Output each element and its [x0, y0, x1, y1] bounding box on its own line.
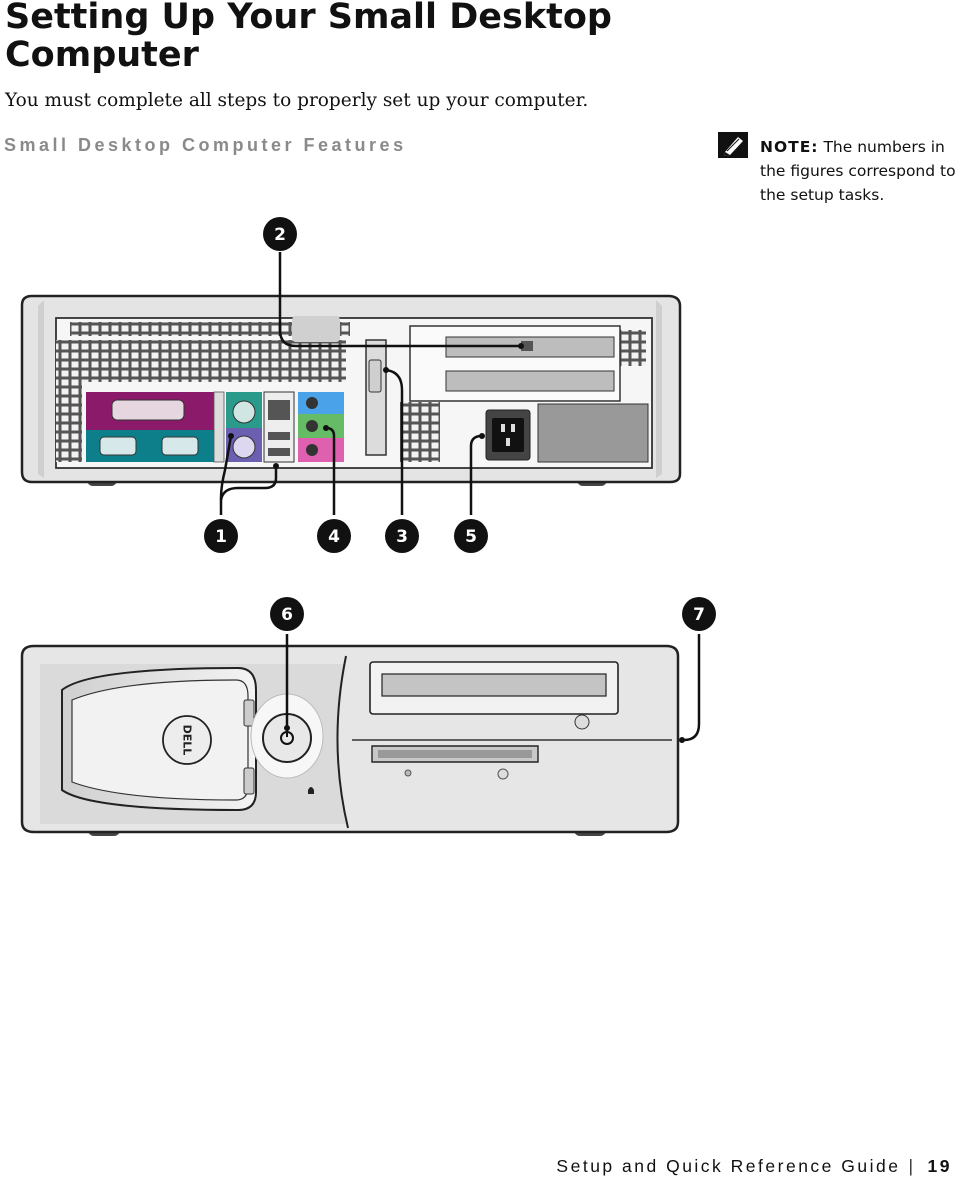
svg-text:2: 2 [274, 225, 286, 245]
power-led-icon [308, 787, 314, 794]
callout-2: 2 [263, 217, 297, 251]
section-heading: Small Desktop Computer Features [4, 135, 407, 155]
callout-3: 3 [385, 519, 419, 553]
callout-6: 6 [270, 597, 304, 631]
svg-text:5: 5 [465, 527, 477, 547]
svg-text:3: 3 [396, 527, 408, 547]
svg-text:6: 6 [281, 605, 293, 625]
callout-4: 4 [317, 519, 351, 553]
note-text: The numbers in the figures correspond to… [760, 138, 956, 204]
svg-text:4: 4 [328, 527, 340, 547]
back-view [20, 252, 682, 515]
note-label: NOTE: [760, 138, 819, 156]
svg-text:7: 7 [693, 605, 705, 625]
computer-features-figure: DELL 2 1 4 3 5 6 7 [20, 217, 716, 836]
dell-logo: DELL [181, 725, 194, 756]
note-pencil-icon [718, 132, 748, 158]
page-title: Setting Up Your Small Desktop Computer [5, 0, 612, 75]
intro-text: You must complete all steps to properly … [5, 90, 589, 111]
footer-separator: | [908, 1156, 916, 1176]
callout-1: 1 [204, 519, 238, 553]
note-box: NOTE: The numbers in the figures corresp… [760, 135, 960, 207]
guide-title: Setup and Quick Reference Guide [556, 1156, 901, 1176]
page-number: 19 [927, 1156, 952, 1176]
callout-7: 7 [682, 597, 716, 631]
page-footer: Setup and Quick Reference Guide | 19 [556, 1156, 952, 1177]
callout-5: 5 [454, 519, 488, 553]
front-view: DELL [20, 634, 701, 836]
svg-text:1: 1 [215, 527, 227, 547]
